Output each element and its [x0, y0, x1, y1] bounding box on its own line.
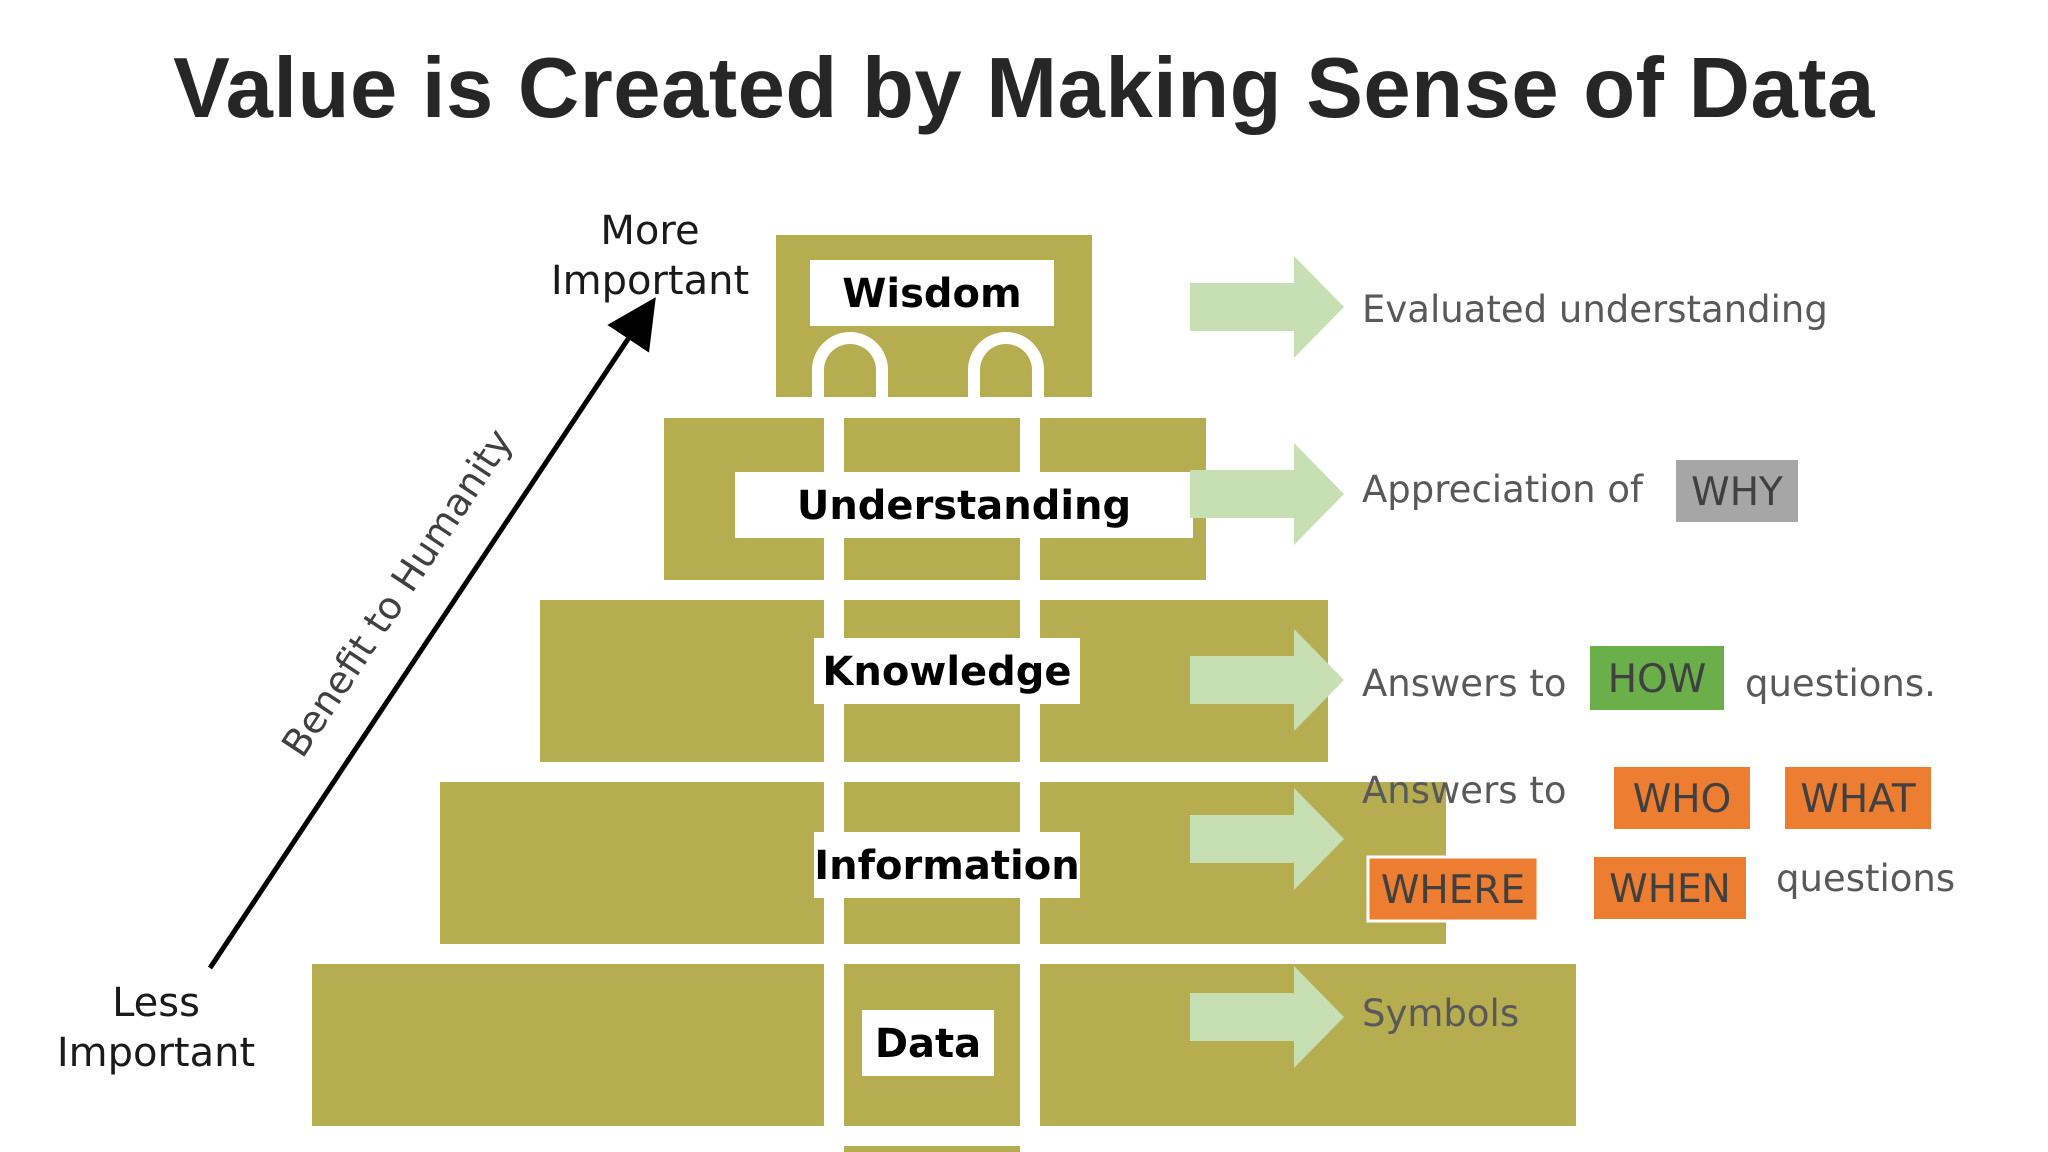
information-description: Answers to: [1362, 769, 1566, 812]
less-important-line1: Less: [112, 980, 200, 1026]
information-arrow: [1190, 788, 1344, 890]
information-tier-left: [440, 782, 824, 944]
information-label-box: [814, 832, 1080, 898]
wisdom-arches: [812, 332, 1044, 397]
more-important-line1: More: [600, 208, 699, 254]
why-tag-label: WHY: [1691, 470, 1783, 515]
knowledge-label-box: [814, 638, 1080, 704]
what-tag: [1785, 767, 1931, 829]
benefit-arrow: [207, 297, 656, 970]
more-important-line2: Important: [551, 258, 749, 304]
data-tier-left: [312, 964, 824, 1126]
arch-left: [812, 332, 888, 397]
benefit-to-humanity-label: Benefit to Humanity: [273, 421, 521, 765]
less-important-line2: Important: [57, 1030, 255, 1076]
understanding-description: Appreciation of: [1362, 468, 1644, 511]
knowledge-description: Answers to: [1362, 662, 1566, 705]
arrows: [1190, 256, 1344, 1068]
when-tag-label: WHEN: [1609, 867, 1731, 912]
understanding-label-box: [735, 472, 1193, 538]
understanding-arrow: [1190, 443, 1344, 545]
knowledge-suffix: questions.: [1745, 662, 1936, 705]
level-labels: Wisdom Understanding Knowledge Informati…: [735, 260, 1193, 1076]
information-label: Information: [814, 843, 1079, 889]
data-arrow: [1190, 966, 1344, 1068]
where-tag-label: WHERE: [1381, 868, 1525, 913]
information-suffix: questions: [1776, 857, 1955, 900]
knowledge-tier-left: [540, 600, 824, 762]
when-tag: [1594, 857, 1746, 919]
wisdom-description: Evaluated understanding: [1362, 288, 1828, 331]
data-description: Symbols: [1362, 992, 1519, 1035]
knowledge-arrow: [1190, 629, 1344, 731]
understanding-label: Understanding: [797, 483, 1131, 529]
wisdom-label: Wisdom: [842, 271, 1021, 317]
where-tag: [1366, 855, 1540, 923]
base-tier-mid: [844, 1146, 1020, 1152]
arch-right: [968, 332, 1044, 397]
who-tag: [1614, 767, 1750, 829]
page-title: Value is Created by Making Sense of Data: [173, 41, 1875, 136]
knowledge-label: Knowledge: [822, 649, 1071, 695]
what-tag-label: WHAT: [1800, 777, 1916, 822]
how-tag: [1590, 646, 1724, 710]
data-label: Data: [875, 1021, 981, 1067]
descriptions: Evaluated understanding Appreciation of …: [1362, 288, 1955, 1035]
how-tag-label: HOW: [1608, 657, 1707, 702]
data-label-box: [862, 1010, 994, 1076]
wisdom-arrow: [1190, 256, 1344, 358]
who-tag-label: WHO: [1633, 777, 1732, 822]
wisdom-label-box: [810, 260, 1054, 326]
why-tag: [1676, 460, 1798, 522]
